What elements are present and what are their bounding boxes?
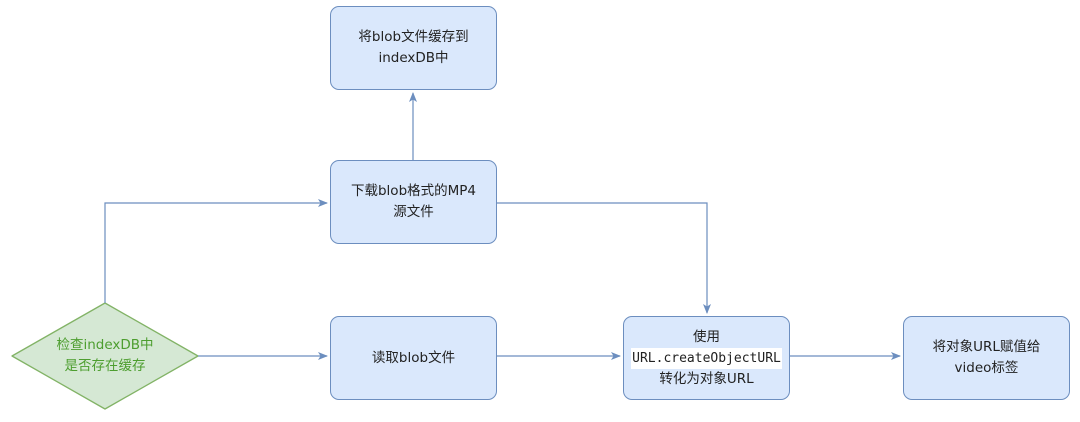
- decision-diamond-shape: [11, 302, 199, 410]
- node-convert-url-code: URL.createObjectURL: [631, 347, 782, 369]
- node-download-blob-label: 下载blob格式的MP4 源文件: [350, 183, 477, 220]
- node-cache-blob-label: 将blob文件缓存到 indexDB中: [358, 29, 469, 66]
- node-check-cache-label: 检查indexDB中 是否存在缓存: [56, 337, 154, 374]
- node-read-blob-label: 读取blob文件: [371, 349, 456, 366]
- node-download-blob: 下载blob格式的MP4 源文件: [330, 160, 497, 244]
- node-cache-blob: 将blob文件缓存到 indexDB中: [330, 6, 497, 90]
- edge-check-to-download: [104, 199, 328, 303]
- node-assign-video: 将对象URL赋值给 video标签: [903, 316, 1070, 400]
- node-convert-url-line3: 转化为对象URL: [659, 370, 754, 387]
- node-convert-url-line1: 使用: [693, 328, 720, 345]
- edge-download-to-convert: [497, 202, 711, 314]
- node-assign-video-label: 将对象URL赋值给 video标签: [932, 339, 1041, 376]
- node-read-blob: 读取blob文件: [330, 316, 497, 400]
- node-check-cache: 检查indexDB中 是否存在缓存: [12, 303, 198, 409]
- node-convert-url: 使用 URL.createObjectURL 转化为对象URL: [623, 316, 790, 400]
